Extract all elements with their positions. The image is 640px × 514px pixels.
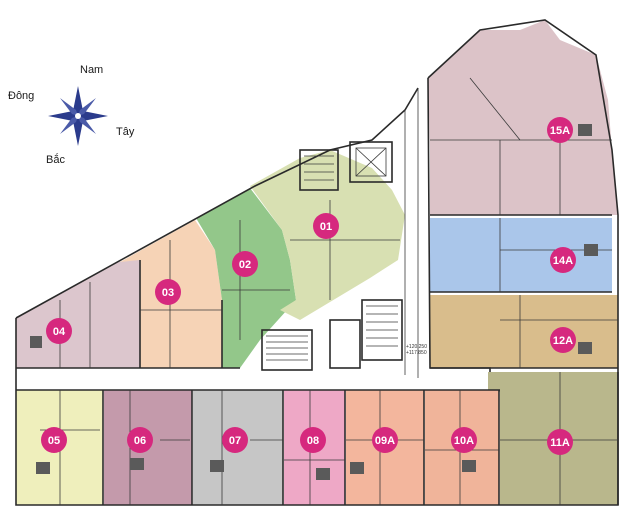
compass-label-west: Tây xyxy=(116,126,135,138)
unit-label-04: 04 xyxy=(53,326,66,338)
unit-label-06: 06 xyxy=(134,435,146,447)
unit-label-15A: 15A xyxy=(550,125,570,137)
unit-label-02: 02 xyxy=(239,259,251,271)
core-elevation-text: +120.250 +117.850 xyxy=(406,344,427,356)
unit-marker-01[interactable] xyxy=(313,213,339,239)
unit-label-03: 03 xyxy=(162,287,174,299)
unit-label-14A: 14A xyxy=(553,255,573,267)
compass-label-south: Bắc xyxy=(46,154,65,166)
unit-14A-area[interactable] xyxy=(430,218,612,292)
unit-marker-12A[interactable] xyxy=(550,327,576,353)
unit-12A-area[interactable] xyxy=(430,295,618,368)
interior-partitions xyxy=(40,77,618,505)
unit-marker-06[interactable] xyxy=(127,427,153,453)
unit-markers: 15A 14A 12A 11A 10A 09A 08 07 06 05 04 03 02 01 xyxy=(41,117,576,455)
stair-core xyxy=(266,147,398,361)
unit-marker-15A[interactable] xyxy=(547,117,573,143)
compass-rose-icon xyxy=(48,86,108,146)
unit-marker-04[interactable] xyxy=(46,318,72,344)
unit-label-01: 01 xyxy=(320,221,332,233)
unit-02-area[interactable] xyxy=(196,188,296,368)
building-walls xyxy=(15,19,619,506)
unit-marker-10A[interactable] xyxy=(451,427,477,453)
unit-label-08: 08 xyxy=(307,435,319,447)
compass-label-north: Nam xyxy=(80,64,104,76)
compass-label-east: Đông xyxy=(8,90,35,102)
unit-label-11A: 11A xyxy=(550,437,570,449)
unit-15A-area[interactable] xyxy=(428,20,618,215)
service-shafts xyxy=(30,124,598,480)
unit-marker-09A[interactable] xyxy=(372,427,398,453)
unit-04-area[interactable] xyxy=(16,258,140,368)
unit-marker-02[interactable] xyxy=(232,251,258,277)
unit-marker-11A[interactable] xyxy=(547,429,573,455)
unit-label-09A: 09A xyxy=(375,435,395,447)
unit-marker-08[interactable] xyxy=(300,427,326,453)
unit-label-12A: 12A xyxy=(553,335,573,347)
unit-marker-05[interactable] xyxy=(41,427,67,453)
unit-label-05: 05 xyxy=(48,435,60,447)
unit-marker-07[interactable] xyxy=(222,427,248,453)
unit-marker-14A[interactable] xyxy=(550,247,576,273)
unit-label-10A: 10A xyxy=(454,435,474,447)
unit-marker-03[interactable] xyxy=(155,279,181,305)
unit-label-07: 07 xyxy=(229,435,241,447)
